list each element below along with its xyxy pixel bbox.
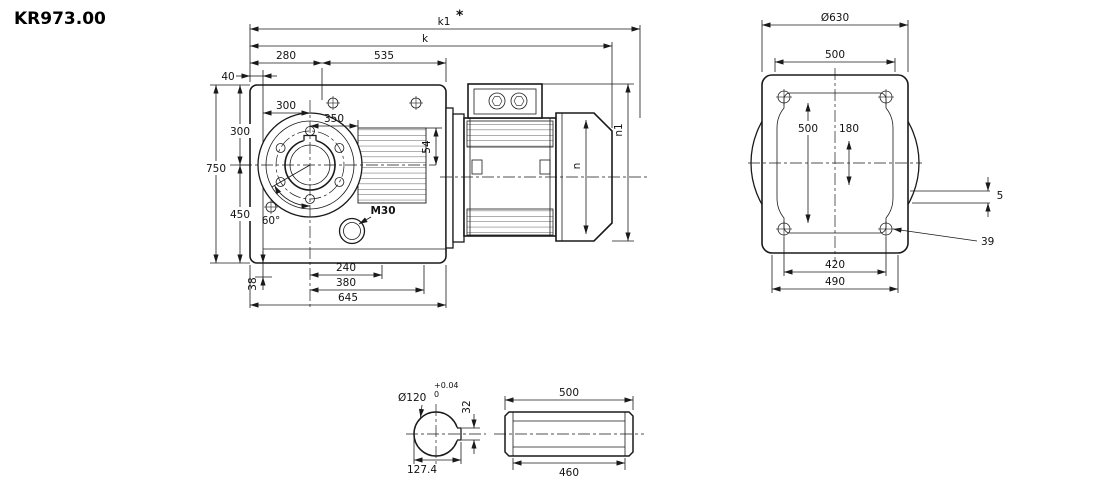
shaft-view: 500 460 [494, 387, 644, 479]
dimension-lines-bore [414, 404, 477, 463]
dim-label-38: 38 [247, 277, 259, 290]
motor-fins-bottom [466, 208, 554, 236]
dim-label-240: 240 [336, 262, 356, 274]
dim-label-450: 450 [230, 209, 250, 221]
adapter-plate [452, 113, 465, 243]
dim-label-645: 645 [338, 292, 358, 304]
dim-label-n1: n1 [613, 123, 625, 136]
cable-gland-left [488, 92, 506, 110]
dim-label-40: 40 [221, 71, 234, 83]
dim-label-dia120: Ø120 [398, 392, 426, 404]
dim-label-380: 380 [336, 277, 356, 289]
dimension-lines-shaft [504, 397, 633, 466]
rear-bolt-holes [776, 89, 894, 237]
dim-label-39: 39 [981, 236, 994, 248]
dim-label-60deg: 60° [262, 215, 281, 227]
dimension-lines-front [213, 26, 640, 308]
dim-label-tol-plus: +0.04 [434, 381, 459, 390]
dim-label-32: 32 [461, 400, 473, 413]
dim-label-280: 280 [276, 50, 296, 62]
dim-label-k: k [422, 33, 429, 45]
dim-label-n: n [571, 163, 583, 170]
front-view: k1 * k 40 280 535 300 350 750 300 450 54… [202, 8, 648, 308]
bore-keyway [457, 427, 462, 441]
mounting-profile [776, 92, 894, 234]
dim-label-127: 127.4 [407, 464, 437, 476]
dim-label-m30: M30 [370, 205, 395, 217]
dim-label-500-shaft: 500 [559, 387, 579, 399]
dim-label-tol-zero: 0 [434, 390, 439, 399]
dimension-lines-rear [762, 22, 991, 292]
dim-label-54: 54 [421, 140, 433, 154]
dim-label-750: 750 [206, 163, 226, 175]
rear-view: Ø630 500 500 180 5 39 420 490 [748, 12, 1003, 293]
cable-gland-right [510, 92, 528, 110]
dim-label-350: 350 [324, 113, 344, 125]
bore-view: Ø120 +0.04 0 32 127.4 [398, 381, 486, 476]
dim-label-460: 460 [559, 467, 579, 479]
dim-label-490: 490 [825, 276, 845, 288]
dim-label-300-left: 300 [230, 126, 250, 138]
dim-label-500-top: 500 [825, 49, 845, 61]
dim-label-k1: k1 [438, 16, 451, 28]
housing-bolt-holes [264, 96, 423, 214]
dim-label-5: 5 [997, 190, 1004, 202]
adapter-flange [445, 107, 454, 249]
dim-label-535: 535 [374, 50, 394, 62]
dim-label-180: 180 [839, 123, 859, 135]
housing-ribs [357, 127, 427, 204]
dim-label-dia630: Ø630 [821, 12, 849, 24]
oil-plug [338, 217, 366, 245]
dim-label-420: 420 [825, 259, 845, 271]
dim-label-500-inner: 500 [798, 123, 818, 135]
page-title: KR973.00 [14, 9, 106, 29]
dim-note-star: * [456, 8, 464, 24]
dim-label-300-inner: 300 [276, 100, 296, 112]
motor-fins-top [466, 120, 554, 148]
